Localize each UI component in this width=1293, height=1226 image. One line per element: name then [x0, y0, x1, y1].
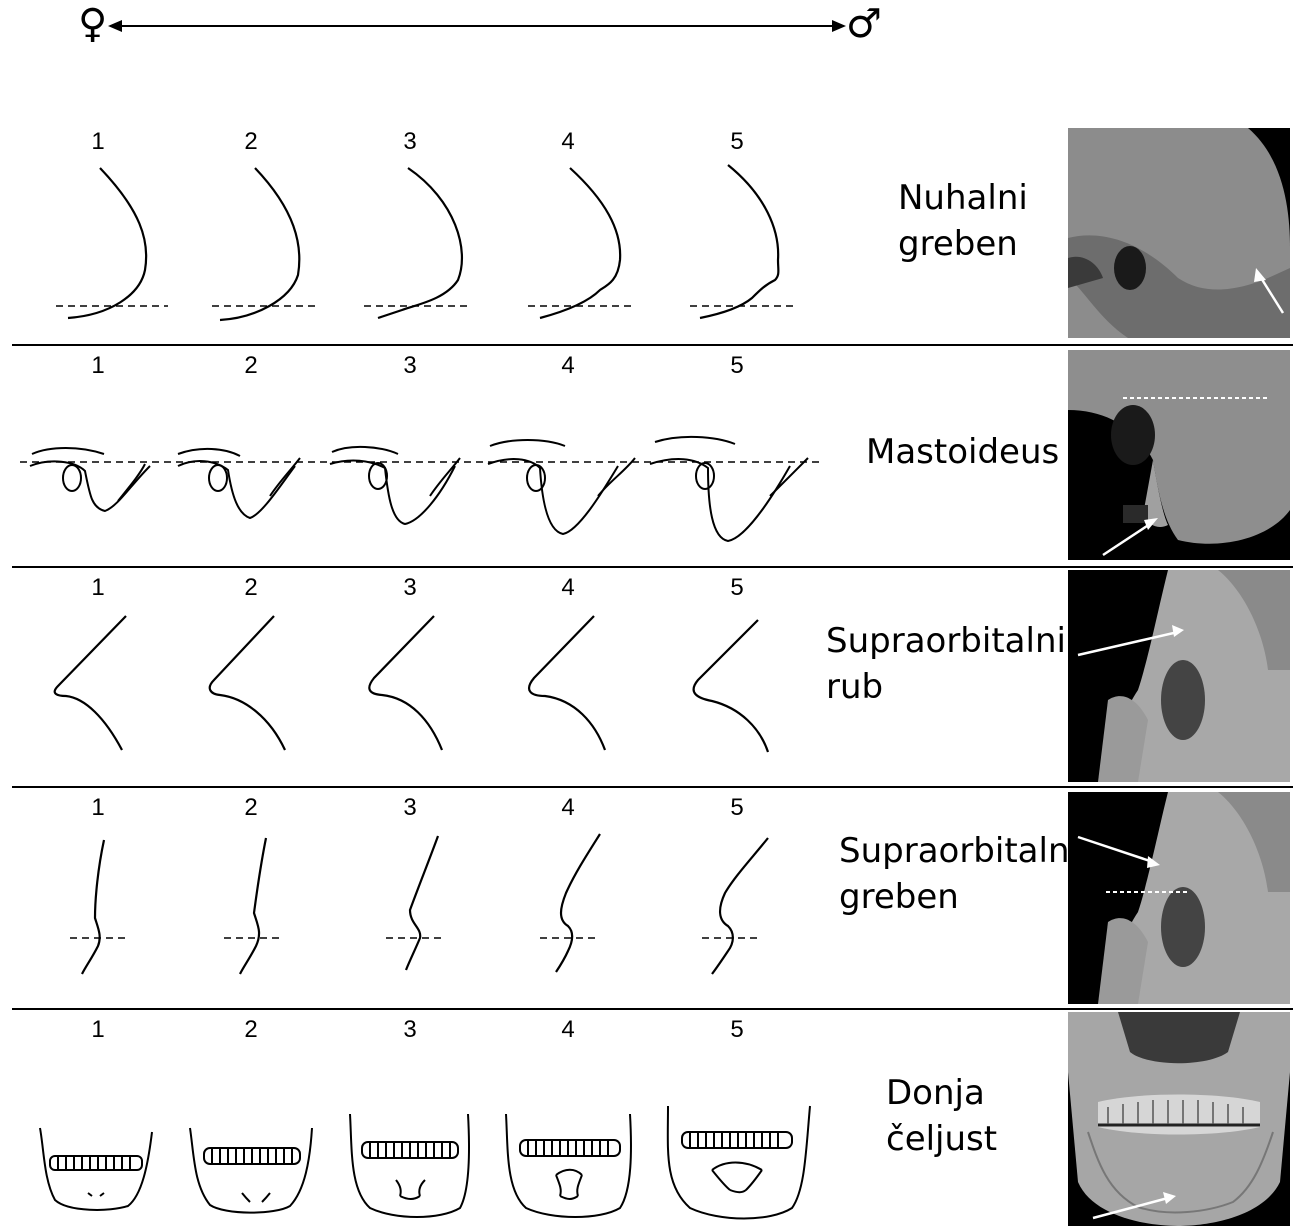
skull-photo-supraorbital-ridge — [1068, 792, 1290, 1004]
margin-outline-2 — [210, 616, 285, 750]
row-nuchal-crest: 1 2 3 4 5 Nuhalni greben — [0, 120, 1293, 345]
supraorbital-ridge-outlines — [0, 788, 900, 1006]
row-label-line2: greben — [898, 221, 1028, 267]
row-label-line1: Nuhalni — [898, 175, 1028, 221]
row-label: Nuhalni greben — [898, 175, 1028, 267]
ridge-outline-4 — [556, 834, 600, 972]
nuchal-outline-2 — [220, 168, 299, 320]
sex-scale: ♀ ♂ — [0, 0, 1293, 70]
scale-arrow — [0, 0, 1293, 70]
row-label: Mastoideus — [866, 429, 1059, 475]
row-label: Donja čeljust — [886, 1070, 997, 1162]
row-label-line2: rub — [826, 664, 1066, 710]
row-supraorbital-ridge: 1 2 3 4 5 Supraorbitalni greben — [0, 788, 1293, 1006]
row-mastoid: 1 2 3 4 5 — [0, 346, 1293, 566]
ridge-outline-5 — [712, 838, 768, 974]
margin-outline-3 — [369, 616, 442, 750]
nuchal-crest-outlines — [0, 120, 900, 345]
supraorbital-margin-outlines — [0, 568, 900, 786]
skull-photo-nuchal — [1068, 128, 1290, 338]
row-mandible: 1 2 3 4 5 — [0, 1010, 1293, 1226]
margin-outline-5 — [694, 620, 768, 752]
nuchal-outline-3 — [378, 168, 462, 318]
skull-photo-mandible — [1068, 1012, 1290, 1226]
row-supraorbital-margin: 1 2 3 4 5 Supraorbitalni rub — [0, 568, 1293, 786]
mastoid-outlines — [0, 346, 900, 566]
ridge-outline-2 — [240, 838, 266, 974]
skull-photo-mastoid — [1068, 350, 1290, 560]
row-label-line2: čeljust — [886, 1116, 997, 1162]
skull-photo-supraorbital-margin — [1068, 570, 1290, 782]
row-label-line1: Supraorbitalni — [839, 828, 1079, 874]
row-label-line1: Donja — [886, 1070, 997, 1116]
ridge-outline-1 — [82, 840, 104, 974]
row-label-line2: greben — [839, 874, 1079, 920]
male-symbol-icon: ♂ — [846, 2, 882, 46]
margin-outline-4 — [529, 616, 605, 750]
row-label-line1: Supraorbitalni — [826, 618, 1066, 664]
row-label: Supraorbitalni rub — [826, 618, 1066, 710]
ridge-outline-3 — [406, 836, 438, 970]
nuchal-outline-4 — [540, 168, 620, 318]
mandible-outlines — [0, 1010, 900, 1226]
nuchal-outline-1 — [68, 168, 146, 318]
margin-outline-1 — [55, 616, 126, 750]
row-label: Supraorbitalni greben — [839, 828, 1079, 920]
nuchal-outline-5 — [700, 165, 778, 318]
